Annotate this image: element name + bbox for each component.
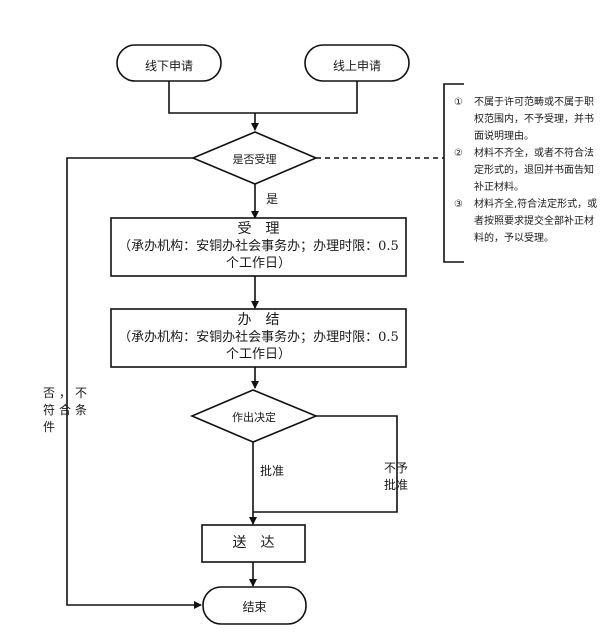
note-item: ③ 材料齐全,符合法定形式，或者按照要求提交全部补正材料的，予以受理。 [454, 196, 600, 247]
end-node-label: 结束 [242, 600, 267, 614]
reject-label-line1: 不予 [384, 461, 409, 475]
note-item-text: 不属于许可范畴或不属于职权范围内，不予受理，并书面说明理由。 [474, 97, 594, 142]
accept-box [110, 217, 407, 277]
end-node [202, 586, 307, 625]
note-item: ② 材料不齐全，或者不符合法定形式的，退回并书面告知补正材料。 [454, 145, 600, 196]
accept-box-line2: 个工作日） [225, 256, 291, 271]
yes-label: 是 [266, 192, 279, 206]
deliver-box-label: 送 达 [232, 535, 275, 551]
decision-accept-label: 是否受理 [232, 153, 277, 166]
complete-box-text: 办 结 （承办机构：安铜办社会事务办；办理时限：0.5 个工作日） [111, 312, 406, 363]
complete-box-line1: （承办机构：安铜办社会事务办；办理时限：0.5 [118, 330, 399, 345]
note-item-text: 材料不齐全，或者不符合法定形式的，退回并书面告知补正材料。 [474, 148, 594, 193]
note-bracket [443, 83, 464, 263]
start-online-label: 线上申请 [332, 59, 381, 73]
no-label-line2: 符合条 [43, 403, 92, 417]
no-label-line3: 件 [43, 420, 60, 434]
accept-box-line1: （承办机构：安铜办社会事务办；办理时限：0.5 [118, 239, 399, 254]
note-panel: ① 不属于许可范畴或不属于职权范围内，不予受理，并书面说明理由。 ② 材料不齐全… [454, 94, 600, 247]
merge-connector [168, 81, 358, 114]
reject-connector [253, 415, 398, 513]
reject-label: 不予 批准 [384, 460, 408, 494]
note-item-text: 材料齐全,符合法定形式，或者按照要求提交全部补正材料的，予以受理。 [474, 199, 598, 244]
complete-box [110, 308, 407, 368]
decision-make-label: 作出决定 [232, 411, 276, 424]
no-label: 否，不 符合条 件 [43, 385, 91, 436]
approve-label: 批准 [260, 464, 285, 478]
note-item-number: ① [454, 97, 463, 108]
deliver-box [201, 524, 306, 563]
note-item-number: ③ [454, 199, 463, 210]
complete-box-line2: 个工作日） [225, 347, 291, 362]
accept-box-title: 受 理 [237, 221, 280, 237]
start-offline-label: 线下申请 [144, 59, 193, 73]
note-item: ① 不属于许可范畴或不属于职权范围内，不予受理，并书面说明理由。 [454, 94, 600, 145]
no-label-line1: 否，不 [43, 386, 92, 400]
note-item-number: ② [454, 148, 463, 159]
complete-box-title: 办 结 [237, 312, 280, 328]
accept-box-text: 受 理 （承办机构：安铜办社会事务办；办理时限：0.5 个工作日） [111, 221, 406, 272]
no-connector [66, 157, 202, 609]
reject-label-line2: 批准 [384, 478, 409, 492]
